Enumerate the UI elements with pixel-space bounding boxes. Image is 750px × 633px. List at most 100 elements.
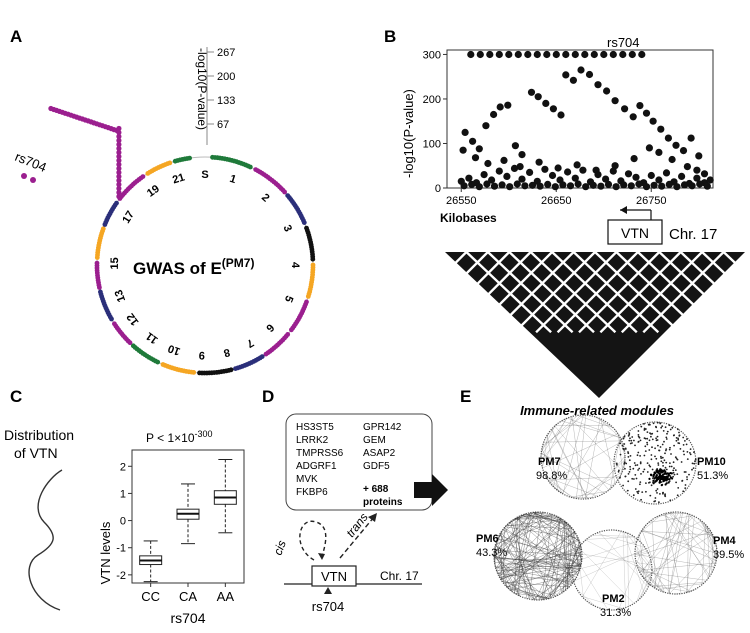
panel-e-module-pct: 51.3% bbox=[697, 470, 728, 482]
data-point bbox=[649, 117, 657, 125]
data-point bbox=[465, 174, 473, 182]
chromosome-label: 2 bbox=[259, 192, 272, 205]
data-point bbox=[693, 166, 701, 174]
network-edge bbox=[493, 512, 534, 553]
network-edge bbox=[665, 513, 670, 594]
network-edge bbox=[613, 529, 630, 535]
data-point bbox=[627, 182, 635, 190]
ring-point bbox=[247, 164, 253, 170]
network-node bbox=[685, 443, 688, 446]
data-point bbox=[524, 50, 532, 59]
network-node bbox=[672, 471, 675, 474]
network-node bbox=[677, 428, 679, 431]
network-edge bbox=[600, 418, 616, 485]
ld-gap bbox=[535, 251, 618, 334]
chromosome-label: 8 bbox=[222, 346, 231, 359]
network-node bbox=[672, 469, 675, 472]
peak-point bbox=[116, 153, 122, 160]
network-edge bbox=[576, 415, 587, 499]
network-node bbox=[650, 454, 653, 456]
network-edge bbox=[687, 513, 689, 593]
network-node bbox=[666, 476, 669, 479]
network-node bbox=[650, 458, 653, 461]
data-point bbox=[668, 155, 676, 164]
data-point bbox=[672, 141, 680, 149]
network-node bbox=[673, 434, 675, 436]
network-node bbox=[669, 472, 672, 475]
network-node bbox=[663, 459, 666, 462]
network-edge bbox=[585, 539, 652, 575]
data-point bbox=[612, 183, 620, 191]
network-edge bbox=[594, 416, 614, 429]
network-node bbox=[643, 454, 646, 457]
network-edge bbox=[499, 516, 519, 577]
chromosome-label: 10 bbox=[166, 342, 182, 357]
network-edge bbox=[555, 418, 567, 426]
ring-point bbox=[263, 351, 269, 357]
panel-b-gene-box bbox=[607, 219, 663, 245]
panel-b-xlabel: Kilobases bbox=[440, 211, 497, 225]
network-edge bbox=[688, 588, 697, 593]
network-node bbox=[682, 490, 685, 493]
data-point bbox=[518, 151, 526, 159]
network-edge bbox=[493, 555, 581, 570]
chromosome-label: 13 bbox=[113, 288, 128, 304]
network-node bbox=[677, 487, 680, 489]
network-node bbox=[674, 456, 677, 459]
network-node bbox=[651, 432, 654, 435]
data-point bbox=[693, 174, 701, 182]
data-point bbox=[564, 168, 572, 176]
network-node bbox=[637, 434, 640, 436]
ld-gap bbox=[637, 251, 724, 334]
network-edge bbox=[564, 531, 575, 591]
network-node bbox=[657, 464, 660, 466]
panel-a-scale-label: 133 bbox=[217, 95, 235, 107]
network-node bbox=[637, 435, 640, 438]
chromosome-label: 19 bbox=[145, 183, 162, 200]
chromosome-label: 11 bbox=[144, 330, 160, 347]
data-point bbox=[703, 182, 711, 190]
network-edge bbox=[542, 414, 585, 447]
network-node bbox=[655, 470, 658, 473]
network-node bbox=[625, 462, 628, 465]
network-node bbox=[661, 456, 664, 459]
network-node bbox=[616, 463, 618, 466]
network-edge bbox=[496, 523, 569, 572]
network-node bbox=[686, 476, 688, 478]
network-edge bbox=[709, 528, 716, 543]
data-point bbox=[526, 168, 534, 176]
network-edge bbox=[494, 565, 497, 572]
data-point bbox=[678, 172, 686, 180]
network-node bbox=[617, 470, 620, 473]
network-node bbox=[623, 461, 626, 464]
data-point bbox=[521, 182, 529, 190]
network-edge bbox=[639, 571, 707, 581]
panel-d-vtn-label: VTN bbox=[321, 569, 347, 584]
data-point bbox=[549, 105, 558, 113]
network-node bbox=[629, 455, 632, 457]
network-edge bbox=[598, 532, 649, 588]
panel-d: D HS3ST5LRRK2TMPRSS6ADGRF1MVKFKBP6GPR142… bbox=[262, 387, 433, 614]
data-point bbox=[459, 146, 467, 154]
network-outline bbox=[540, 414, 626, 500]
data-point bbox=[541, 165, 549, 173]
network-node bbox=[650, 484, 653, 487]
data-point bbox=[460, 182, 468, 190]
network-node bbox=[684, 440, 686, 442]
network-node bbox=[669, 446, 671, 449]
network-node bbox=[668, 465, 671, 468]
network-node bbox=[639, 439, 642, 442]
network-edge bbox=[497, 532, 576, 574]
peak-point bbox=[116, 177, 122, 184]
network-edge bbox=[637, 525, 646, 539]
network-outline bbox=[571, 529, 653, 611]
network-node bbox=[664, 483, 667, 486]
network-node bbox=[632, 494, 635, 497]
panel-e-module-name: PM2 bbox=[602, 593, 625, 605]
network-node bbox=[662, 461, 664, 464]
panel-e-module-name: PM6 bbox=[476, 533, 499, 545]
network-edge bbox=[540, 441, 545, 455]
y-tick-label: 200 bbox=[423, 94, 441, 106]
data-point bbox=[647, 171, 655, 180]
